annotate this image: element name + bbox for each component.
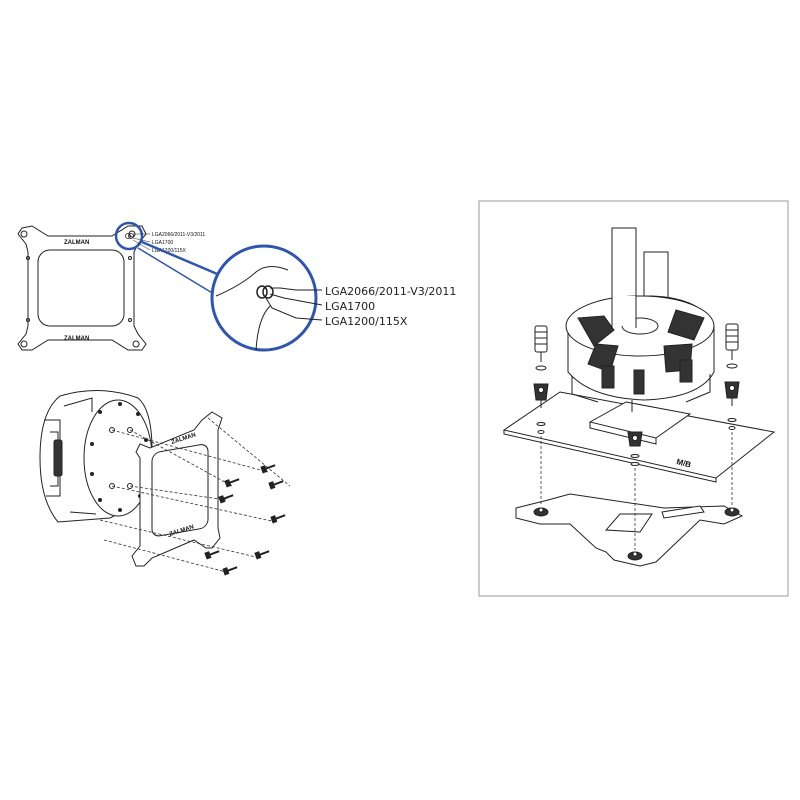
- zoom-label-lga1700: LGA1700: [325, 300, 375, 313]
- zoom-leader: [265, 297, 323, 321]
- bracket-hole-tl: [20, 230, 28, 238]
- install-figure: [502, 227, 776, 567]
- motherboard-label: M/B: [676, 457, 693, 469]
- screw: [268, 480, 284, 490]
- screw-hole: [109, 427, 115, 433]
- bracket-rivet: [26, 318, 30, 322]
- alignment-lines: [99, 417, 291, 573]
- pump-head-rib: [69, 511, 97, 515]
- magnifier-connector: [137, 247, 215, 295]
- bracket-hole-br: [132, 340, 140, 348]
- pump-head-fins: [577, 309, 705, 373]
- screw: [254, 550, 270, 560]
- screw-hole: [109, 483, 115, 489]
- bracket-logo-bottom: ZALMAN: [64, 336, 89, 342]
- magnifier-small-circle: [114, 221, 144, 251]
- screw-hole: [127, 427, 133, 433]
- backplate-cutout: [661, 505, 705, 519]
- bracket-rivet: [128, 318, 132, 322]
- screw: [224, 478, 240, 488]
- pump-head-fin: [633, 369, 645, 395]
- backplate-cutout: [604, 513, 653, 533]
- zoom-hole: [262, 285, 274, 299]
- bracket-label-leaders: [132, 233, 151, 251]
- screws: [204, 464, 286, 576]
- exploded-assembly-figure: [39, 389, 223, 567]
- zoom-label-lga2066: LGA2066/2011-V3/2011: [325, 285, 456, 298]
- pump-head-rib: [63, 397, 93, 412]
- bracket-rivet: [128, 256, 132, 260]
- screw: [260, 464, 276, 474]
- tube-left-lower: [612, 296, 636, 326]
- install-alignment-lines: [540, 432, 733, 550]
- backplate-nuts: [533, 507, 740, 561]
- screw: [204, 550, 220, 560]
- magnifier-connector: [141, 240, 223, 278]
- bracket-window: [37, 249, 125, 327]
- bracket-label-lga1200: LGA1200/115X: [152, 248, 186, 254]
- standoff-right: [724, 323, 740, 430]
- bracket-logo-top: ZALMAN: [64, 240, 89, 246]
- pump-head-slot: [53, 439, 63, 477]
- bracket-rivet: [26, 256, 30, 260]
- pump-head-bracket: [571, 376, 599, 403]
- zoom-bracket-edge: [215, 266, 289, 297]
- standoffs: [533, 323, 740, 561]
- standoff-center: [627, 431, 643, 466]
- zoom-leader: [269, 293, 323, 306]
- pump-head-fin: [679, 359, 693, 383]
- screw: [270, 514, 286, 524]
- screw: [222, 566, 238, 576]
- pump-head-fin: [601, 365, 615, 389]
- cpu-edge: [589, 422, 657, 445]
- zoom-detail: [210, 244, 323, 352]
- mounting-bracket-figure: [17, 225, 147, 351]
- zoom-bracket-edge: [255, 305, 271, 351]
- bracket-hole-bl: [20, 340, 28, 348]
- zoom-leader: [270, 287, 322, 291]
- motherboard-edge: [503, 430, 717, 483]
- standoff-left: [533, 325, 549, 434]
- screw: [218, 494, 234, 504]
- bracket-outline: [17, 225, 147, 351]
- bracket-label-lga1700: LGA1700: [152, 240, 173, 246]
- zoom-label-lga1200: LGA1200/115X: [325, 315, 408, 328]
- zoom-hole: [256, 285, 268, 299]
- pump-head-bracket: [685, 374, 711, 403]
- bracket-slot-holes: [125, 233, 134, 239]
- bracket-label-lga2066: LGA2066/2011-V3/2011: [152, 232, 205, 238]
